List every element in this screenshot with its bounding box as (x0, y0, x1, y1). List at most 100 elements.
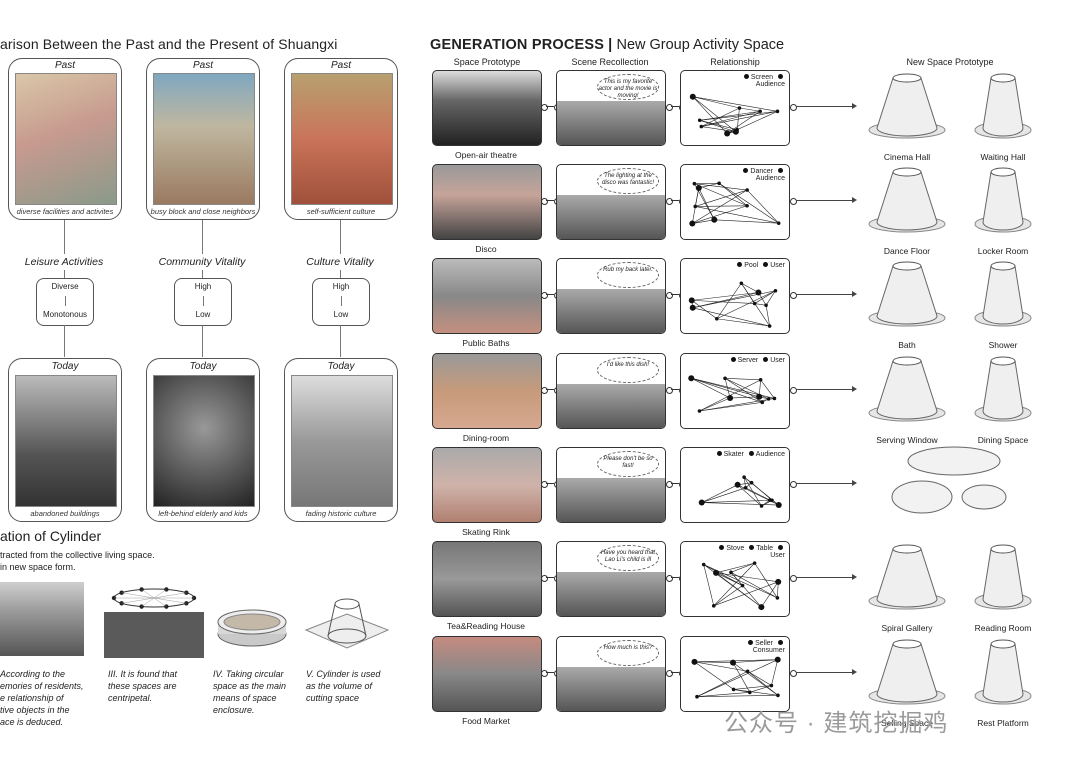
network-edge (696, 670, 748, 697)
network-node (734, 481, 741, 488)
network-edge (745, 487, 770, 501)
ring-spoke (153, 597, 187, 604)
network-node (689, 220, 696, 227)
form-body (982, 643, 1024, 703)
legend-label: Audience (755, 451, 785, 458)
title-separator: | (608, 37, 613, 53)
network-edge (713, 562, 755, 607)
new-space-form (868, 73, 946, 139)
relationship-network (689, 181, 781, 227)
comparison-title: arison Between the Past and the Present … (0, 36, 338, 52)
quote-bubble: Rub my back later. (597, 262, 659, 288)
relationship-network (691, 656, 781, 699)
arrow-head (852, 669, 857, 675)
legend-dot (778, 74, 783, 79)
past-photo (153, 73, 255, 205)
scene-recollection-box: The lighting at the disco was fantastic! (556, 164, 666, 240)
connector-node (790, 198, 797, 205)
evolution-step-text: IV. Taking circular space as the main me… (213, 669, 287, 715)
ring-dot (139, 587, 144, 592)
network-node (758, 109, 762, 114)
new-space-label: Waiting Hall (980, 152, 1026, 162)
category-label: Leisure Activities (24, 256, 104, 268)
connector-node (790, 575, 797, 582)
network-edge (696, 695, 778, 697)
network-edge (695, 206, 779, 224)
network-node (689, 304, 696, 311)
level-high: High (194, 282, 212, 291)
network-node (749, 480, 754, 485)
new-space-label: Bath (898, 340, 916, 350)
relationship-box: DancerAudience (680, 164, 790, 240)
new-space-label: Dining Space (977, 435, 1029, 445)
legend-label: Audience (755, 175, 785, 182)
network-edge (701, 487, 746, 503)
network-node (758, 378, 763, 382)
connector-node (541, 670, 548, 677)
legend-label: Table (756, 545, 773, 552)
cylinder-cutting-illustration (304, 598, 390, 649)
connector-line (546, 294, 554, 295)
form-top (892, 356, 922, 366)
form-top (990, 73, 1016, 83)
network-edge (699, 120, 738, 130)
connector-line (671, 483, 679, 484)
network-edge (701, 500, 773, 503)
network-edge (691, 292, 759, 301)
legend-label: Screen (750, 74, 773, 81)
form-body (982, 171, 1024, 231)
network-node (730, 659, 737, 666)
past-label: Past (330, 60, 351, 71)
network-edge (698, 182, 720, 189)
form-body (876, 77, 938, 137)
new-space-label: Dance Floor (883, 246, 931, 256)
today-caption: fading historic culture (305, 509, 377, 518)
network-edge (732, 662, 751, 693)
connector-line (64, 220, 65, 254)
space-prototype-label: Open-air theatre (455, 150, 517, 160)
ring-spoke (141, 597, 155, 607)
col-header-space-prototype: Space Prototype (453, 57, 521, 67)
generation-process-title: GENERATION PROCESS | New Group Activity … (430, 37, 784, 53)
relationship-network (688, 375, 777, 413)
legend-dot (719, 545, 725, 550)
network-node (758, 604, 765, 611)
connector-node (790, 104, 797, 111)
evolution-step-text: According to the emories of residents, e… (0, 669, 84, 727)
form-top (892, 167, 922, 177)
network-edge (701, 484, 738, 503)
network-edge (695, 189, 748, 207)
new-space-form (868, 544, 946, 610)
form-top (892, 73, 922, 83)
new-space-label: Rest Platform (977, 718, 1029, 728)
network-node (713, 569, 720, 576)
form-body (982, 360, 1024, 420)
network-node (689, 93, 696, 100)
relationship-legend: SellerConsumer (711, 640, 785, 654)
network-edge (692, 96, 740, 109)
form-body (982, 77, 1024, 137)
form-body (876, 265, 938, 325)
legend-label: Consumer (752, 647, 785, 654)
network-node (745, 188, 749, 192)
legend-label: User (770, 357, 785, 364)
form-top (892, 261, 922, 271)
evolution-step-text: III. It is found that these spaces are c… (108, 669, 178, 703)
circular-enclosure-illustration (217, 609, 287, 647)
connector-line (340, 325, 341, 357)
level-low: Low (195, 310, 211, 319)
network-edge (703, 564, 715, 606)
network-edge (746, 189, 779, 224)
network-node (693, 204, 698, 209)
network-node (775, 578, 782, 585)
space-prototype-label: Public Baths (462, 338, 510, 348)
network-edge (694, 661, 748, 672)
new-space-form (868, 356, 946, 422)
scene-figures (557, 667, 665, 711)
network-node (688, 297, 695, 304)
network-edge (733, 689, 750, 693)
past-label: Past (192, 60, 213, 71)
